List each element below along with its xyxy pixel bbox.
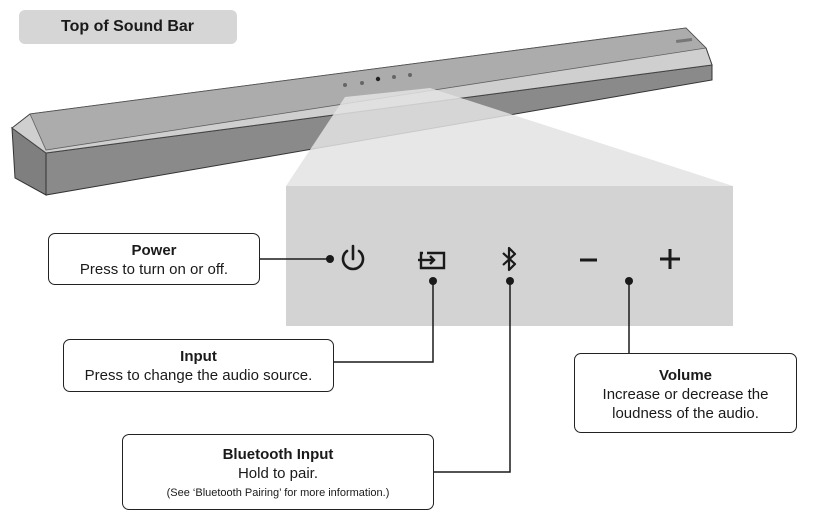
bluetooth-icon [502,246,517,272]
power-icon [341,244,365,271]
top-button [360,81,364,85]
bluetooth-callout-note: (See ‘Bluetooth Pairing’ for more inform… [166,487,390,499]
input-callout: Input Press to change the audio source. [63,339,334,392]
volume-callout-title: Volume [658,367,713,384]
volume-callout: Volume Increase or decrease the loudness… [574,353,797,433]
top-button [343,83,347,87]
top-button [375,76,381,82]
power-callout: Power Press to turn on or off. [48,233,260,285]
volume-up-icon [660,249,680,269]
input-callout-title: Input [180,348,217,365]
power-callout-title: Power [131,242,177,259]
bluetooth-callout-title: Bluetooth Input [222,446,334,463]
section-label: Top of Sound Bar [19,10,237,44]
volume-pointer-dot [625,277,633,285]
input-pointer-dot [429,277,437,285]
bluetooth-pointer-dot [506,277,514,285]
logo-mark [675,38,693,43]
power-pointer-dot [326,255,334,263]
bluetooth-callout-description: Hold to pair. [237,465,319,482]
volume-callout-description: Increase or decrease the loudness of the… [602,386,769,422]
top-button [392,75,396,79]
input-icon [418,251,446,270]
bluetooth-callout: Bluetooth Input Hold to pair. (See ‘Blue… [122,434,434,510]
input-callout-description: Press to change the audio source. [84,367,313,384]
leader-lines [260,258,630,473]
zoom-cone [286,88,733,186]
power-callout-description: Press to turn on or off. [79,261,229,278]
top-button [408,73,412,77]
